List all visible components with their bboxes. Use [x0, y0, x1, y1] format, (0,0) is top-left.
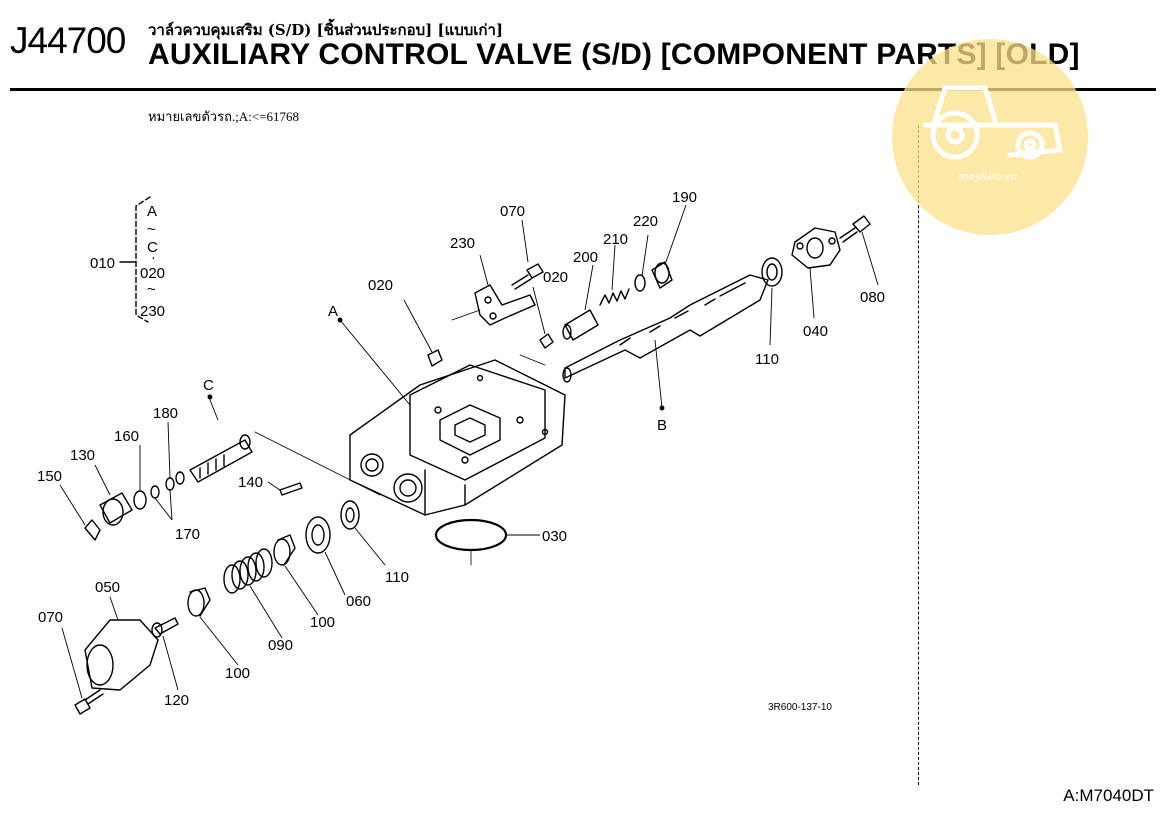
label-040: 040: [803, 323, 828, 340]
cover-050: [84, 619, 159, 691]
label-080: 080: [860, 289, 885, 306]
pin-140: [279, 482, 303, 496]
label-230: 230: [450, 235, 475, 252]
label-140: 140: [238, 474, 263, 491]
spring-090: [223, 548, 273, 594]
o-ring-030: [434, 518, 508, 552]
o-ring-160: [133, 490, 147, 510]
spring-210: [599, 288, 630, 306]
flange-040: [791, 227, 841, 269]
svg-text:A: A: [147, 203, 157, 220]
bracket-230: [474, 284, 536, 326]
label-020-ball: 020: [543, 269, 568, 286]
spool-b: [562, 274, 769, 383]
label-030: 030: [542, 528, 567, 545]
bolt-080: [839, 215, 871, 243]
bolt-070-top: [511, 263, 544, 290]
spool-c: [189, 431, 381, 496]
label-090: 090: [268, 637, 293, 654]
page-code: J44700: [10, 20, 126, 61]
label-150: 150: [37, 468, 62, 485]
ring-170b: [150, 485, 160, 499]
group-bracket: [119, 196, 151, 323]
label-180: 180: [153, 405, 178, 422]
ball-180: [175, 471, 185, 485]
seal-110-bottom: [340, 500, 360, 530]
group-label: 010: [90, 255, 115, 272]
svg-text:~: ~: [147, 281, 156, 298]
label-210: 210: [603, 231, 628, 248]
watermark-logo: maykeo.vn: [892, 39, 1088, 235]
plug-020: [427, 349, 443, 367]
label-200: 200: [573, 249, 598, 266]
label-190: 190: [672, 189, 697, 206]
svg-text:~: ~: [147, 221, 156, 238]
serial-note: หมายเลขตัวรถ.;A:<=61768: [148, 109, 299, 124]
plug-190: [651, 261, 673, 289]
valve-body: [349, 359, 566, 516]
svg-text:·: ·: [151, 249, 156, 266]
label-050: 050: [95, 579, 120, 596]
ball-020: [539, 333, 554, 349]
ring-170: [165, 477, 175, 491]
label-220: 220: [633, 213, 658, 230]
collar-100b: [187, 587, 211, 617]
svg-text:C: C: [147, 239, 158, 256]
model-code: A:M7040DT: [1063, 786, 1154, 805]
svg-text:020: 020: [140, 265, 165, 282]
washer-060: [305, 516, 331, 554]
bolt-070-bottom: [74, 689, 104, 715]
drawing-code: 3R600-137-10: [768, 702, 832, 713]
seal-110-top: [761, 257, 783, 287]
label-020-plug: 020: [368, 277, 393, 294]
label-160: 160: [114, 428, 139, 445]
label-c: C: [203, 377, 214, 394]
label-070-top: 070: [500, 203, 525, 220]
cap-130: [99, 492, 133, 526]
label-120: 120: [164, 692, 189, 709]
bolt-120: [151, 617, 179, 638]
svg-text:230: 230: [140, 303, 165, 320]
part-labels: 070 230 020 020 200 210 220 190 080 040 …: [37, 189, 885, 709]
piston-200: [562, 309, 599, 341]
o-ring-220: [634, 274, 646, 292]
label-130: 130: [70, 447, 95, 464]
label-110-bottom: 110: [385, 569, 409, 586]
tractor-icon: [922, 85, 1063, 160]
clip-150: [84, 519, 101, 541]
label-110-top: 110: [755, 351, 779, 368]
label-100-upper: 100: [310, 614, 335, 631]
dashed-divider: [918, 125, 919, 785]
label-a: A: [328, 303, 338, 320]
label-100-lower: 100: [225, 665, 250, 682]
label-170: 170: [175, 526, 200, 543]
label-070-bottom: 070: [38, 609, 63, 626]
collar-100a: [273, 534, 296, 566]
watermark-text: maykeo.vn: [958, 170, 1018, 183]
title-thai: วาล์วควบคุมเสริม (S/D) [ชิ้นส่วนประกอบ] …: [148, 21, 504, 39]
group-bracket-text: 010 A ~ C · 020 ~ 230: [90, 203, 165, 320]
label-060: 060: [346, 593, 371, 610]
header-divider: [10, 88, 1156, 91]
label-b: B: [657, 417, 667, 434]
